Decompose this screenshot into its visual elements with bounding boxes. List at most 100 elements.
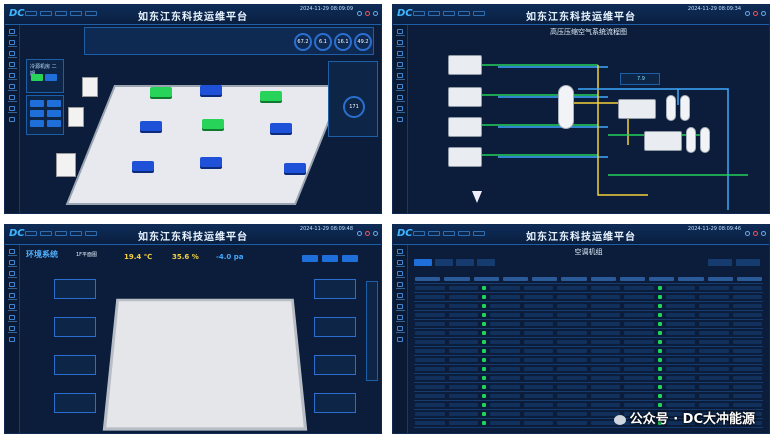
settings-icon[interactable]	[373, 11, 378, 16]
user-icon[interactable]	[397, 337, 403, 342]
power-icon[interactable]	[753, 11, 758, 16]
table-row[interactable]	[414, 302, 763, 311]
tool-icon[interactable]	[70, 231, 82, 236]
settings-icon[interactable]	[9, 106, 15, 111]
alarm-icon[interactable]	[9, 282, 15, 287]
filter-tank[interactable]	[700, 127, 710, 153]
report-icon[interactable]	[9, 315, 15, 320]
view-button[interactable]	[302, 255, 318, 262]
energy-icon[interactable]	[9, 304, 15, 309]
tool-icon[interactable]	[70, 11, 82, 16]
tool-icon[interactable]	[413, 11, 425, 16]
energy-icon[interactable]	[397, 304, 403, 309]
report-icon[interactable]	[397, 315, 403, 320]
table-row[interactable]	[414, 374, 763, 383]
table-row[interactable]	[414, 320, 763, 329]
settings-icon[interactable]	[397, 326, 403, 331]
action-button[interactable]	[736, 259, 760, 266]
power-icon[interactable]	[365, 231, 370, 236]
sensor-card[interactable]	[314, 317, 356, 337]
device-icon[interactable]	[9, 73, 15, 78]
drain-funnel[interactable]	[472, 191, 482, 203]
chiller-unit[interactable]	[200, 85, 222, 95]
user-icon[interactable]	[9, 117, 15, 122]
cooling-tower[interactable]	[56, 153, 76, 177]
sensor-card[interactable]	[314, 355, 356, 375]
tool-icon[interactable]	[473, 231, 485, 236]
monitor-icon[interactable]	[397, 40, 403, 45]
cooling-tower[interactable]	[82, 77, 98, 97]
tool-icon[interactable]	[458, 231, 470, 236]
table-row[interactable]	[414, 410, 763, 419]
table-row[interactable]	[414, 347, 763, 356]
device-icon[interactable]	[9, 293, 15, 298]
power-icon[interactable]	[753, 231, 758, 236]
tool-icon[interactable]	[428, 231, 440, 236]
user-icon[interactable]	[745, 231, 750, 236]
energy-icon[interactable]	[9, 84, 15, 89]
action-button[interactable]	[708, 259, 732, 266]
alarm-icon[interactable]	[397, 282, 403, 287]
user-icon[interactable]	[357, 231, 362, 236]
filter-tab[interactable]	[456, 259, 474, 266]
mode-button[interactable]	[45, 74, 57, 81]
settings-icon[interactable]	[761, 231, 766, 236]
chiller-unit[interactable]	[270, 123, 292, 133]
user-icon[interactable]	[397, 117, 403, 122]
energy-icon[interactable]	[397, 84, 403, 89]
cooling-tower[interactable]	[68, 107, 84, 127]
monitor-icon[interactable]	[397, 260, 403, 265]
report-icon[interactable]	[9, 95, 15, 100]
device-icon[interactable]	[397, 73, 403, 78]
tool-icon[interactable]	[25, 11, 37, 16]
tool-icon[interactable]	[458, 11, 470, 16]
user-icon[interactable]	[357, 11, 362, 16]
tool-icon[interactable]	[25, 231, 37, 236]
control-button[interactable]	[47, 100, 61, 107]
control-button[interactable]	[30, 100, 44, 107]
chart-icon[interactable]	[397, 271, 403, 276]
tool-icon[interactable]	[428, 11, 440, 16]
compressor[interactable]	[448, 147, 482, 167]
filter-tab[interactable]	[414, 259, 432, 266]
filter-tank[interactable]	[686, 127, 696, 153]
home-icon[interactable]	[9, 249, 15, 254]
report-icon[interactable]	[397, 95, 403, 100]
chiller-unit[interactable]	[150, 87, 172, 97]
device-icon[interactable]	[397, 293, 403, 298]
table-row[interactable]	[414, 284, 763, 293]
dryer[interactable]	[644, 131, 682, 151]
compressor[interactable]	[448, 55, 482, 75]
control-button[interactable]	[30, 110, 44, 117]
home-icon[interactable]	[9, 29, 15, 34]
chiller-unit[interactable]	[200, 157, 222, 167]
control-button[interactable]	[30, 120, 44, 127]
floor-selector[interactable]	[366, 281, 378, 381]
compressor[interactable]	[448, 87, 482, 107]
dryer[interactable]	[618, 99, 656, 119]
settings-icon[interactable]	[761, 11, 766, 16]
air-tank[interactable]	[558, 85, 574, 129]
tool-icon[interactable]	[40, 11, 52, 16]
monitor-icon[interactable]	[9, 260, 15, 265]
tool-icon[interactable]	[443, 11, 455, 16]
alarm-icon[interactable]	[397, 62, 403, 67]
user-icon[interactable]	[9, 337, 15, 342]
chart-icon[interactable]	[9, 51, 15, 56]
monitor-icon[interactable]	[9, 40, 15, 45]
tool-icon[interactable]	[473, 11, 485, 16]
tool-icon[interactable]	[55, 231, 67, 236]
filter-tab[interactable]	[435, 259, 453, 266]
sensor-card[interactable]	[54, 355, 96, 375]
table-row[interactable]	[414, 311, 763, 320]
settings-icon[interactable]	[397, 106, 403, 111]
view-button[interactable]	[342, 255, 358, 262]
table-row[interactable]	[414, 401, 763, 410]
sensor-card[interactable]	[314, 279, 356, 299]
table-row[interactable]	[414, 338, 763, 347]
user-icon[interactable]	[745, 11, 750, 16]
filter-tank[interactable]	[680, 95, 690, 121]
table-row[interactable]	[414, 392, 763, 401]
sensor-card[interactable]	[54, 393, 96, 413]
settings-icon[interactable]	[9, 326, 15, 331]
